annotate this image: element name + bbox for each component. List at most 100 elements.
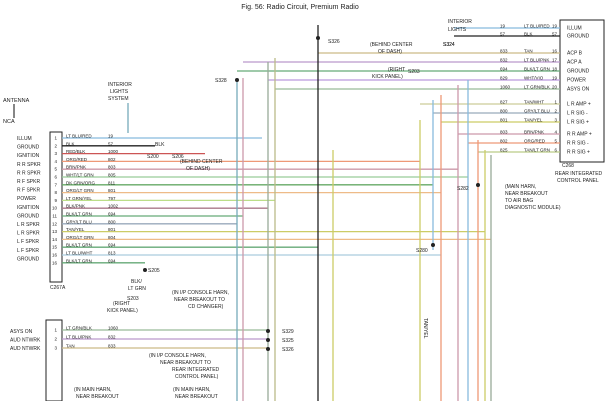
right-wire-circuit: 19 — [500, 24, 506, 29]
right-pin-label: POWER — [567, 78, 586, 84]
splice-label: S280 — [416, 248, 428, 254]
note-s203-2: KICK PANEL) — [107, 308, 138, 314]
left-wire-circuit: 805 — [108, 173, 116, 178]
note-s203-1: (RIGHT — [113, 301, 130, 307]
left-pin-label: GROUND — [17, 213, 40, 219]
note-blk: BLK — [155, 142, 165, 148]
splice-label: S205 — [148, 268, 160, 274]
left-pin-label: R F SPKR — [17, 179, 40, 185]
left-wire-pin: 9 — [54, 198, 57, 203]
left-wire-color: LT BLU/WHT — [66, 251, 93, 256]
left-wire-2-color: LT GRN/BLK — [66, 326, 92, 331]
left-pin-label: L R SPKR — [17, 222, 40, 228]
note-interior-top-1: INTERIOR — [448, 19, 472, 25]
left-wire-circuit: 802 — [108, 157, 116, 162]
left-pin-label-2: ASYS ON — [10, 329, 33, 335]
left-wire-color: ORG/LT GRN — [66, 188, 94, 193]
note-console-3: CD CHANGER) — [188, 304, 224, 310]
right-wire-pin: 19 — [552, 24, 558, 29]
note-interior-sys-3: SYSTEM — [108, 96, 129, 102]
right-wire-circuit: 802 — [500, 139, 508, 144]
left-wire-circuit: 694 — [108, 243, 116, 248]
note-interior-sys-2: LIGHTS — [110, 89, 129, 95]
right-wire-circuit: 825 — [500, 148, 508, 153]
right-wire-circuit: 801 — [500, 118, 508, 123]
note-interior-sys-1: INTERIOR — [108, 82, 132, 88]
splice-label: S324 — [443, 42, 455, 48]
right-wire-pin: 17 — [552, 58, 558, 63]
left-wire-circuit: 813 — [108, 251, 116, 256]
right-wire-pin: 5 — [554, 139, 557, 144]
right-wire-circuit: 829 — [500, 76, 508, 81]
left-wire-pin: 1 — [54, 136, 57, 141]
left-wire-2-pin: 2 — [54, 337, 57, 342]
splice-s328 — [235, 78, 239, 82]
left-pin-label: R F SPKR — [17, 188, 40, 194]
right-wire-color: BRN/PNK — [524, 130, 544, 135]
left-wire-circuit: 1000 — [108, 149, 119, 154]
splice-s324 — [316, 36, 320, 40]
left-wire-pin: 8 — [54, 190, 57, 195]
right-pin-label: ASYS ON — [567, 87, 590, 93]
left-pin-label-2: AUD NTWRK — [10, 346, 41, 352]
right-pin-label: R R AMP + — [567, 132, 592, 138]
left-wire-pin: 2 — [54, 143, 57, 148]
left-pin-label: R R SPKR — [17, 170, 41, 176]
left-wire-circuit: 801 — [108, 227, 116, 232]
right-pin-label: R R SIG + — [567, 150, 590, 156]
splice-label: S329 — [282, 329, 294, 335]
splice-label: S326 — [282, 347, 294, 353]
note-airbag-3: TO AIR BAG — [505, 198, 533, 204]
left-wire-pin: 16 — [52, 253, 58, 258]
right-wire-pin: 3 — [554, 118, 557, 123]
left-wire-2-color: LT BLU/PNK — [66, 335, 91, 340]
right-wire-circuit: 803 — [500, 130, 508, 135]
splice-s329 — [266, 329, 270, 333]
connector-c268 — [559, 19, 605, 163]
right-pin-label: GROUND — [567, 69, 590, 75]
note-console-2: NEAR BREAKOUT TO — [174, 297, 225, 303]
left-wire-circuit: 804 — [108, 235, 116, 240]
left-wire-2-circuit: 833 — [108, 344, 116, 349]
left-wire-color: BLK/LT GRN — [66, 243, 92, 248]
left-pin-label: L F SPKR — [17, 248, 39, 254]
left-pin-label: L F SPKR — [17, 239, 39, 245]
c268-label: C268 — [562, 163, 574, 169]
splice-s326 — [266, 347, 270, 351]
left-pin-label-2: AUD NTWRK — [10, 338, 41, 344]
left-wire-circuit: 800 — [108, 219, 116, 224]
splice-s325 — [266, 338, 270, 342]
right-wire-circuit: 833 — [500, 49, 508, 54]
right-wire-circuit: 1060 — [500, 85, 511, 90]
left-wire-pin: 12 — [52, 221, 58, 226]
left-wire-circuit: 694 — [108, 212, 116, 217]
left-wire-circuit: 1002 — [108, 204, 119, 209]
right-wire-pin: 16 — [552, 49, 558, 54]
splice-label: S325 — [282, 338, 294, 344]
left-wire-color: DK GRN/ORG — [66, 180, 96, 185]
radio-connector-c267a — [49, 131, 63, 283]
note-behind-dash-top-2: OF DASH) — [378, 49, 402, 55]
right-wire-pin: 57 — [552, 32, 558, 37]
right-wire-color: BLK — [524, 32, 533, 37]
left-wire-circuit: 797 — [108, 196, 116, 201]
right-wire-pin: 1 — [554, 100, 557, 105]
nca-label: NCA — [3, 119, 15, 125]
splice-label: S328 — [215, 78, 227, 84]
right-wire-circuit: 57 — [500, 32, 506, 37]
note-airbag-4: DIAGNOSTIC MODULE) — [505, 205, 561, 211]
c267a-label: C267A — [50, 285, 66, 291]
right-wire-color: LT BLU/PNK — [524, 58, 549, 63]
left-pin-label: IGNITION — [17, 153, 40, 159]
left-wire-color: LT GRN/YEL — [66, 196, 92, 201]
left-pin-label: GROUND — [17, 145, 40, 151]
left-wire-circuit: 694 — [108, 258, 116, 263]
left-wire-pin: 14 — [52, 237, 58, 242]
right-wire-pin: 6 — [554, 148, 557, 153]
splice-label: S200 — [147, 154, 159, 160]
left-wire-pin: 16 — [52, 260, 58, 265]
note-main-harn-2: NEAR BREAKOUT — [76, 394, 119, 400]
right-wire-color: LT BLU/RED — [524, 24, 550, 29]
left-wire-circuit: 19 — [108, 134, 114, 139]
left-wire-2-circuit: 832 — [108, 335, 116, 340]
